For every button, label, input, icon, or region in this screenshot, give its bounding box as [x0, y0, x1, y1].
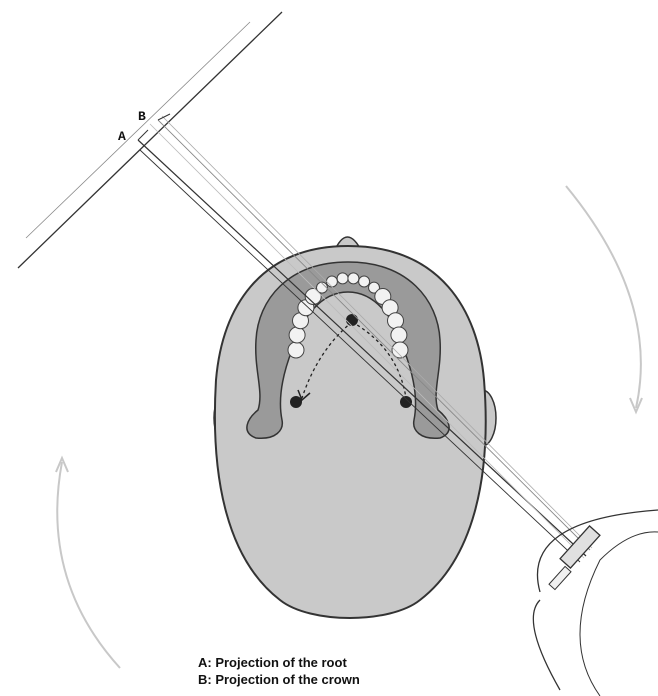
rotation-center-front: [346, 314, 358, 326]
tooth: [337, 273, 348, 284]
tooth: [288, 342, 304, 358]
legend: A: Projection of the root B: Projection …: [198, 654, 360, 688]
rotation-arc-left: [56, 458, 120, 668]
point-b-label: B: [138, 109, 146, 124]
tooth: [391, 327, 407, 343]
legend-item-b: B: Projection of the crown: [198, 671, 360, 688]
tooth: [359, 276, 370, 287]
rotation-center-right: [400, 396, 412, 408]
point-a-label: A: [118, 129, 126, 144]
tooth: [326, 276, 337, 287]
rotation-center-left: [290, 396, 302, 408]
tooth: [289, 327, 305, 343]
tooth: [348, 273, 359, 284]
rotation-arc-right: [566, 186, 642, 412]
legend-item-a: A: Projection of the root: [198, 654, 360, 671]
receptor-plane: [18, 12, 282, 268]
x-ray-source: [533, 510, 658, 696]
tooth: [388, 313, 404, 329]
